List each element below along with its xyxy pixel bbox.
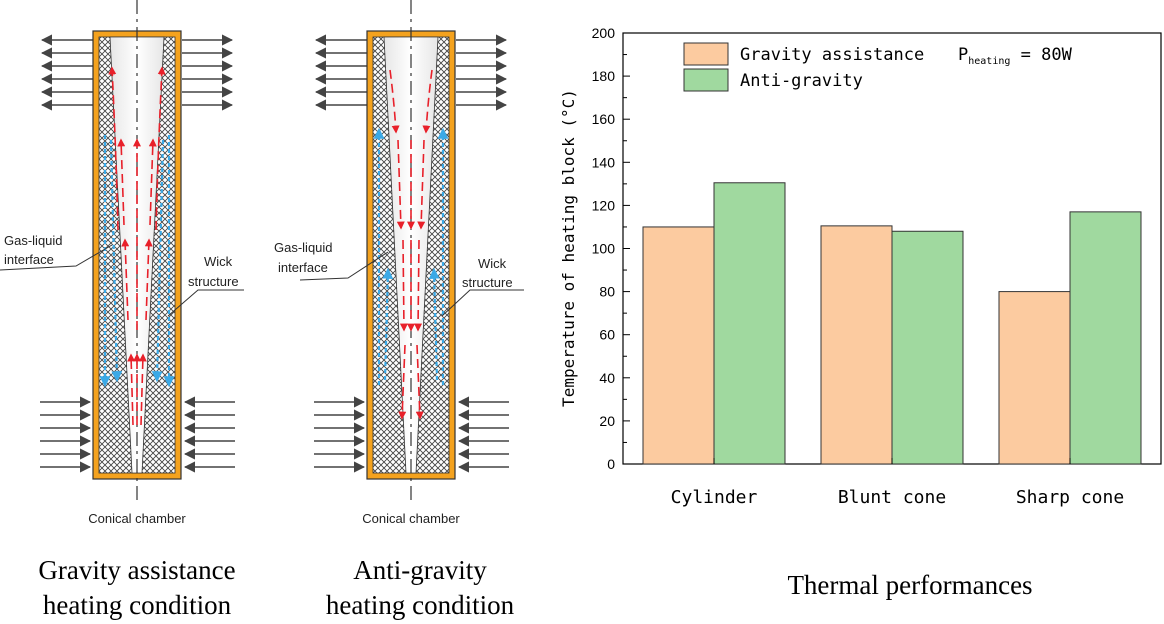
- legend-label-gravity: Gravity assistance: [740, 45, 924, 65]
- wick-label-2: structure: [462, 275, 513, 290]
- thermal-performance-chart: 0 20 40 60 80 100 120 140 160 180 200 Cylinder Blun…: [559, 25, 1162, 600]
- y-tick-label: 100: [592, 241, 616, 257]
- gas-liquid-label-1: Gas-liquid: [274, 240, 333, 255]
- y-tick-label: 0: [607, 456, 615, 472]
- y-tick-label: 180: [592, 68, 616, 84]
- x-tick-label: Blunt cone: [838, 487, 946, 508]
- heat-out-arrows-right: [456, 34, 508, 111]
- y-tick-label: 20: [599, 413, 615, 429]
- power-annotation: Pheating = 80W: [958, 45, 1073, 67]
- x-tick-label: Sharp cone: [1016, 487, 1124, 508]
- bar-gravity: [998, 291, 1071, 465]
- y-tick-label: 160: [592, 111, 616, 127]
- power-symbol: P: [958, 45, 968, 65]
- caption-line-1: Anti-gravity: [353, 555, 487, 585]
- heat-in-arrows-left: [40, 396, 92, 473]
- chart-title: Thermal performances: [787, 570, 1032, 600]
- liquid-flow-arrows: [99, 135, 175, 388]
- y-tick-label: 140: [592, 154, 616, 170]
- legend-swatch-anti-gravity: [683, 68, 729, 92]
- bar-anti-gravity: [713, 182, 786, 465]
- x-axis: Cylinder Blunt cone Sharp cone: [671, 458, 1124, 508]
- anti-gravity-diagram: Gas-liquid interface Wick structure Coni…: [274, 0, 524, 620]
- power-value: = 80W: [1010, 45, 1072, 65]
- y-axis-label: Temperature of heating block (°C): [559, 89, 578, 407]
- bar-gravity: [820, 225, 893, 465]
- chamber-label: Conical chamber: [88, 511, 186, 526]
- gravity-assist-diagram: Gas-liquid interface Wick structure Coni…: [0, 0, 244, 620]
- wick-label-1: Wick: [204, 254, 233, 269]
- heat-in-arrows-right: [457, 396, 509, 473]
- wick-leader: [441, 289, 524, 317]
- heat-in-arrows-right: [183, 396, 235, 473]
- wick-leader: [167, 289, 244, 317]
- y-tick-label: 80: [599, 284, 615, 300]
- wick-label-1: Wick: [478, 256, 507, 271]
- caption-line-2: heating condition: [326, 590, 515, 620]
- y-tick-label: 200: [592, 25, 616, 41]
- heat-out-arrows-left: [40, 34, 93, 111]
- bar-anti-gravity: [891, 230, 964, 465]
- wick-label-2: structure: [188, 274, 239, 289]
- legend-swatch-gravity: [683, 42, 729, 66]
- chamber-label: Conical chamber: [362, 511, 460, 526]
- y-tick-label: 40: [599, 370, 615, 386]
- heat-out-arrows-left: [314, 34, 367, 111]
- y-tick-label: 120: [592, 197, 616, 213]
- vapor-flow-arrows: [108, 66, 166, 426]
- gas-liquid-leader: [0, 244, 113, 271]
- legend: Gravity assistance Anti-gravity Pheating…: [683, 42, 1073, 92]
- x-tick-label: Cylinder: [671, 487, 758, 508]
- caption-line-1: Gravity assistance: [38, 555, 235, 585]
- heat-in-arrows-left: [314, 396, 366, 473]
- gas-liquid-label-2: interface: [278, 260, 328, 275]
- vapor-flow-arrows: [389, 69, 433, 420]
- legend-label-anti-gravity: Anti-gravity: [740, 71, 863, 91]
- caption-line-2: heating condition: [43, 590, 232, 620]
- y-axis: 0 20 40 60 80 100 120 140 160 180 200: [592, 25, 630, 472]
- power-subscript: heating: [968, 56, 1010, 67]
- y-tick-label: 60: [599, 327, 615, 343]
- gas-liquid-label-1: Gas-liquid: [4, 233, 63, 248]
- gas-liquid-label-2: interface: [4, 252, 54, 267]
- bar-gravity: [642, 226, 715, 465]
- bars: [642, 182, 1142, 465]
- gas-liquid-leader: [299, 251, 389, 281]
- heat-out-arrows-right: [182, 34, 234, 111]
- bar-anti-gravity: [1069, 211, 1142, 465]
